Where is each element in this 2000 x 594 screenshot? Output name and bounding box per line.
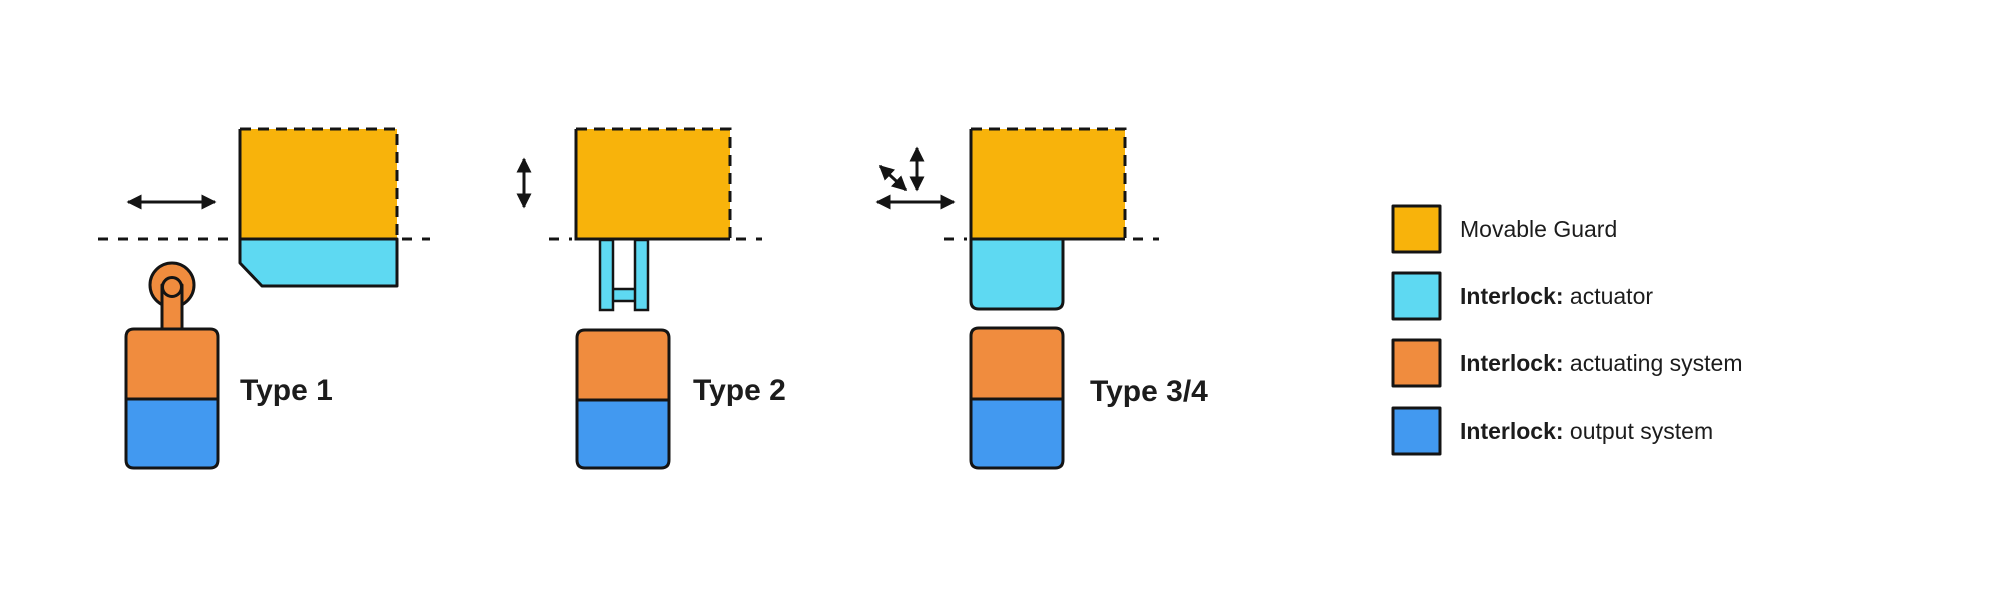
movable-guard [240,129,397,239]
movable-guard [576,129,730,239]
interlock-actuator-cam [238,237,399,288]
switch-actuating-system [124,327,220,401]
tongue-prong-right [633,238,650,312]
type-3-4-label: Type 3/4 [1090,375,1208,408]
movable-guard-dashed-edges [971,127,1127,239]
legend-label-bold: Interlock: [1460,283,1564,309]
switch-actuating-system [575,328,671,402]
movable-guard [971,129,1125,239]
type-1-label: Type 1 [240,374,333,407]
motion-arrow-diagonal-icon [878,164,908,192]
legend-label-movable-guard: Movable Guard [1460,216,1617,242]
legend-swatch-movable-guard [1391,204,1442,254]
legend-label-text: actuator [1564,283,1654,309]
legend-label-bold: Interlock: [1460,418,1564,444]
legend-label-text: output system [1564,418,1714,444]
movable-guard-solid-edges [574,129,730,241]
legend-label-bold: Interlock: [1460,350,1564,376]
tongue-prong-left [598,238,615,312]
switch-output-system [575,398,671,470]
legend-label-actuator: Interlock: actuator [1460,283,1653,309]
movable-guard-solid-edges [969,129,1125,241]
legend-swatch-output-system [1391,406,1442,456]
roller-axle [161,276,183,298]
diagram-type-2: Type 2 [516,127,786,470]
legend-label-text: actuating system [1564,350,1743,376]
diagram-type-1: Type 1 [98,127,430,470]
switch-actuating-system [969,326,1065,401]
movable-guard-solid-edges [238,129,397,241]
legend-label-text: Movable Guard [1460,216,1617,242]
legend: Movable Guard Interlock: actuator Interl… [1391,204,1743,456]
interlock-actuator-block [969,237,1065,311]
diagram-type-3-4: Type 3/4 [875,127,1208,470]
legend-swatch-actuator [1391,271,1442,321]
type-2-label: Type 2 [693,374,786,407]
switch-output-system [969,397,1065,470]
legend-label-actuating-system: Interlock: actuating system [1460,350,1743,376]
movable-guard-dashed-edges [576,127,732,239]
switch-output-system [124,397,220,470]
legend-label-output-system: Interlock: output system [1460,418,1713,444]
legend-swatch-actuating-system [1391,338,1442,388]
